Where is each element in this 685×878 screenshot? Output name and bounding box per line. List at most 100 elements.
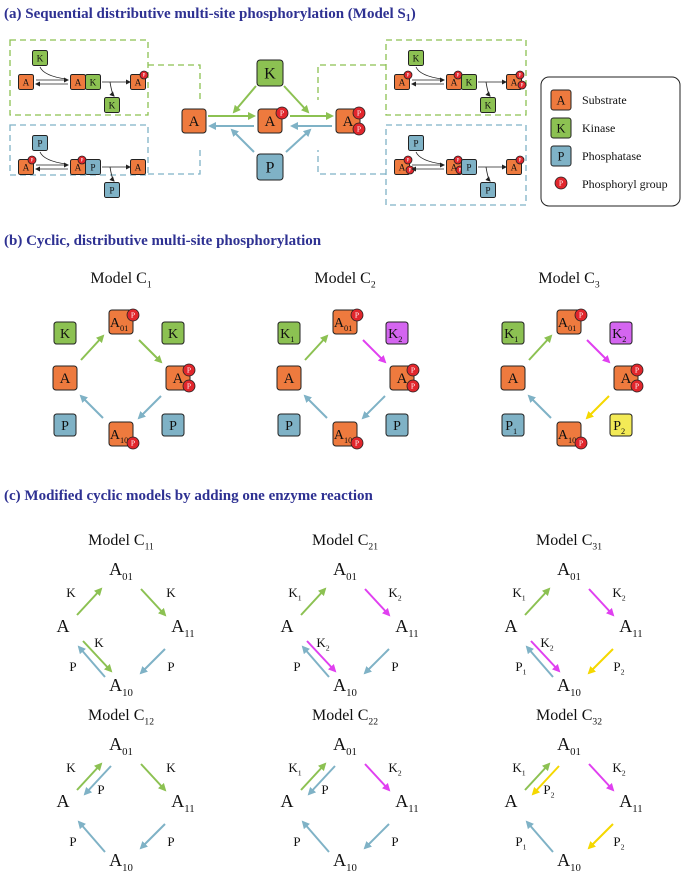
- enzyme-top-left: K1: [277, 321, 301, 345]
- arrow-A01-to-A11: [140, 588, 167, 617]
- complex-substrate: A: [70, 74, 86, 90]
- enzyme-bottom-right-box: [385, 413, 409, 437]
- arrow-A11-to-A10: [139, 648, 166, 675]
- legend-label-phosphatase: Phosphatase: [582, 149, 641, 163]
- phosphoryl-letter: P: [457, 74, 460, 79]
- phosphoryl-icon: P: [352, 122, 366, 136]
- complex-enzyme-box: [461, 159, 477, 175]
- phosphoryl-icon: P: [403, 155, 413, 165]
- model-title: Model C3: [538, 270, 599, 290]
- enzyme-free: K: [408, 50, 424, 66]
- enzyme-top-left: K1: [501, 321, 525, 345]
- center-kinase-box: [256, 59, 284, 87]
- enzyme-free-label: P: [37, 139, 42, 149]
- phosphoryl-letter: P: [355, 439, 359, 448]
- enzyme-top-left-label: K1: [280, 327, 294, 344]
- model-title: Model C11: [88, 532, 154, 552]
- model-title: Model C21: [312, 532, 378, 552]
- phosphoryl-letter: P: [411, 382, 415, 391]
- node-A01: A01: [333, 559, 357, 583]
- phosphoryl-letter: P: [131, 439, 135, 448]
- enzyme-top-left-label: K: [60, 327, 70, 342]
- arrow-A01-to-A11: [140, 763, 167, 792]
- enzyme-released-box: [104, 97, 120, 113]
- arrow-A01-to-A11: [588, 763, 615, 792]
- label-top-right: K2: [388, 585, 401, 603]
- label-top-right: K: [166, 760, 176, 775]
- center-substrate-A1-label: A: [265, 114, 276, 130]
- label-bottom-right: P: [167, 659, 174, 674]
- phosphoryl-circle: [139, 70, 149, 80]
- label-bottom-right: P2: [613, 659, 624, 677]
- phosphoryl-icon: P: [453, 155, 463, 165]
- node-A: A: [52, 365, 78, 391]
- label-bottom-left: P: [293, 834, 300, 849]
- phosphoryl-circle: [630, 363, 644, 377]
- arrow-A-to-A01: [300, 587, 327, 616]
- arrow-A11-to-A10: [361, 395, 386, 420]
- label-extra: K: [94, 635, 104, 650]
- phosphoryl-letter: P: [143, 74, 146, 79]
- node-A10-label: A10: [558, 428, 577, 445]
- enzyme-bottom-left: P: [277, 413, 301, 437]
- legend-substrate-icon-box: [550, 89, 572, 111]
- phosphoryl-letter: P: [519, 159, 522, 164]
- phosphoryl-circle: [630, 379, 644, 393]
- arrow-extra-A01-to-A: [83, 765, 112, 796]
- node-A10-box: [108, 421, 134, 447]
- model-title: Model C2: [314, 270, 375, 290]
- phosphoryl-circle: [517, 80, 527, 90]
- arrow-extra-A01-to-A: [307, 765, 336, 796]
- phosphoryl-circle: [515, 155, 525, 165]
- node-A11: A11: [171, 791, 194, 815]
- legend-label-phosphoryl: Phosphoryl group: [582, 177, 668, 191]
- phosphoryl-circle: [350, 308, 364, 322]
- node-A: A: [276, 365, 302, 391]
- product-box-label: A: [511, 163, 518, 173]
- phosphoryl-icon: P: [182, 363, 196, 377]
- node-A: A: [505, 616, 518, 636]
- complex-enzyme: P: [461, 159, 477, 175]
- enzyme-free-box: [408, 50, 424, 66]
- model-title: Model C12: [88, 707, 154, 727]
- node-A10: A10: [557, 850, 581, 874]
- label-extra: P2: [543, 782, 554, 800]
- phosphoryl-circle: [515, 70, 525, 80]
- model-title: Model C31: [536, 532, 602, 552]
- arrow-A01-to-A11: [138, 339, 163, 364]
- enzyme-released: K: [104, 97, 120, 113]
- center-substrate-A2-label: A: [343, 114, 354, 130]
- node-A-box: [500, 365, 526, 391]
- enzyme-top-right-box: [385, 321, 409, 345]
- enzyme-bottom-left-box: [501, 413, 525, 437]
- node-A11: A11: [171, 616, 194, 640]
- legend-phosphatase-icon: P: [550, 145, 572, 167]
- legend-label-substrate: Substrate: [582, 93, 627, 107]
- node-A-label: A: [508, 371, 519, 387]
- complex-enzyme: P: [85, 159, 101, 175]
- node-A10: A10: [556, 421, 582, 447]
- enzyme-top-left-label: K1: [504, 327, 518, 344]
- enzyme-bottom-left-label: P1: [505, 419, 517, 436]
- phosphoryl-icon: P: [275, 106, 289, 120]
- label-top-right: K2: [612, 760, 625, 778]
- enzyme-bottom-right: P: [161, 413, 185, 437]
- enzyme-free-box: [32, 135, 48, 151]
- label-top-right: K2: [612, 585, 625, 603]
- phosphoryl-circle: [574, 436, 588, 450]
- phosphoryl-icon: P: [406, 379, 420, 393]
- node-A10: A10: [109, 850, 133, 874]
- enzyme-released: K: [480, 97, 496, 113]
- arrow-extra-A-to-A10: [530, 640, 561, 673]
- enzyme-top-right-label: K: [168, 327, 178, 342]
- arrow-A01-to-A11: [362, 339, 387, 364]
- phosphoryl-letter: P: [81, 159, 84, 164]
- enzyme-bottom-right-box: [161, 413, 185, 437]
- enzyme-bottom-right-box: [609, 413, 633, 437]
- node-A01: A01: [333, 734, 357, 758]
- dashed-border: [9, 124, 149, 176]
- enzyme-bottom-right: P2: [609, 413, 633, 437]
